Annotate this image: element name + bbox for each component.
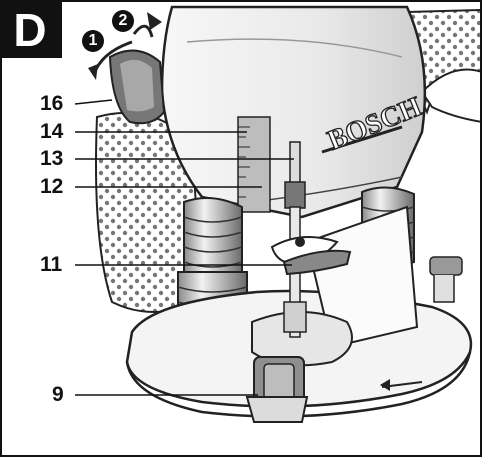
step-2-bubble: 2 [112, 10, 134, 32]
step-1-bubble: 1 [82, 30, 104, 52]
depth-stop-clamp-lever [270, 236, 352, 276]
callout-16: 16 [40, 92, 64, 115]
leader-16 [74, 99, 113, 105]
rotate-arrow-2 [132, 12, 162, 38]
callout-14: 14 [40, 120, 64, 143]
lock-lever [108, 49, 166, 125]
panel-letter: D [13, 4, 47, 56]
callout-12: 12 [40, 175, 64, 198]
router-base [125, 205, 473, 418]
rotate-arrow-1 [88, 40, 133, 80]
clamp-screw [429, 256, 463, 303]
depth-scale [237, 116, 271, 213]
leader-lines [74, 99, 294, 396]
turret-stop [245, 356, 309, 423]
callout-13: 13 [40, 147, 64, 170]
callout-9: 9 [52, 383, 64, 406]
motor-housing [160, 5, 427, 219]
panel-badge: D [2, 2, 62, 58]
callout-11: 11 [40, 253, 63, 276]
